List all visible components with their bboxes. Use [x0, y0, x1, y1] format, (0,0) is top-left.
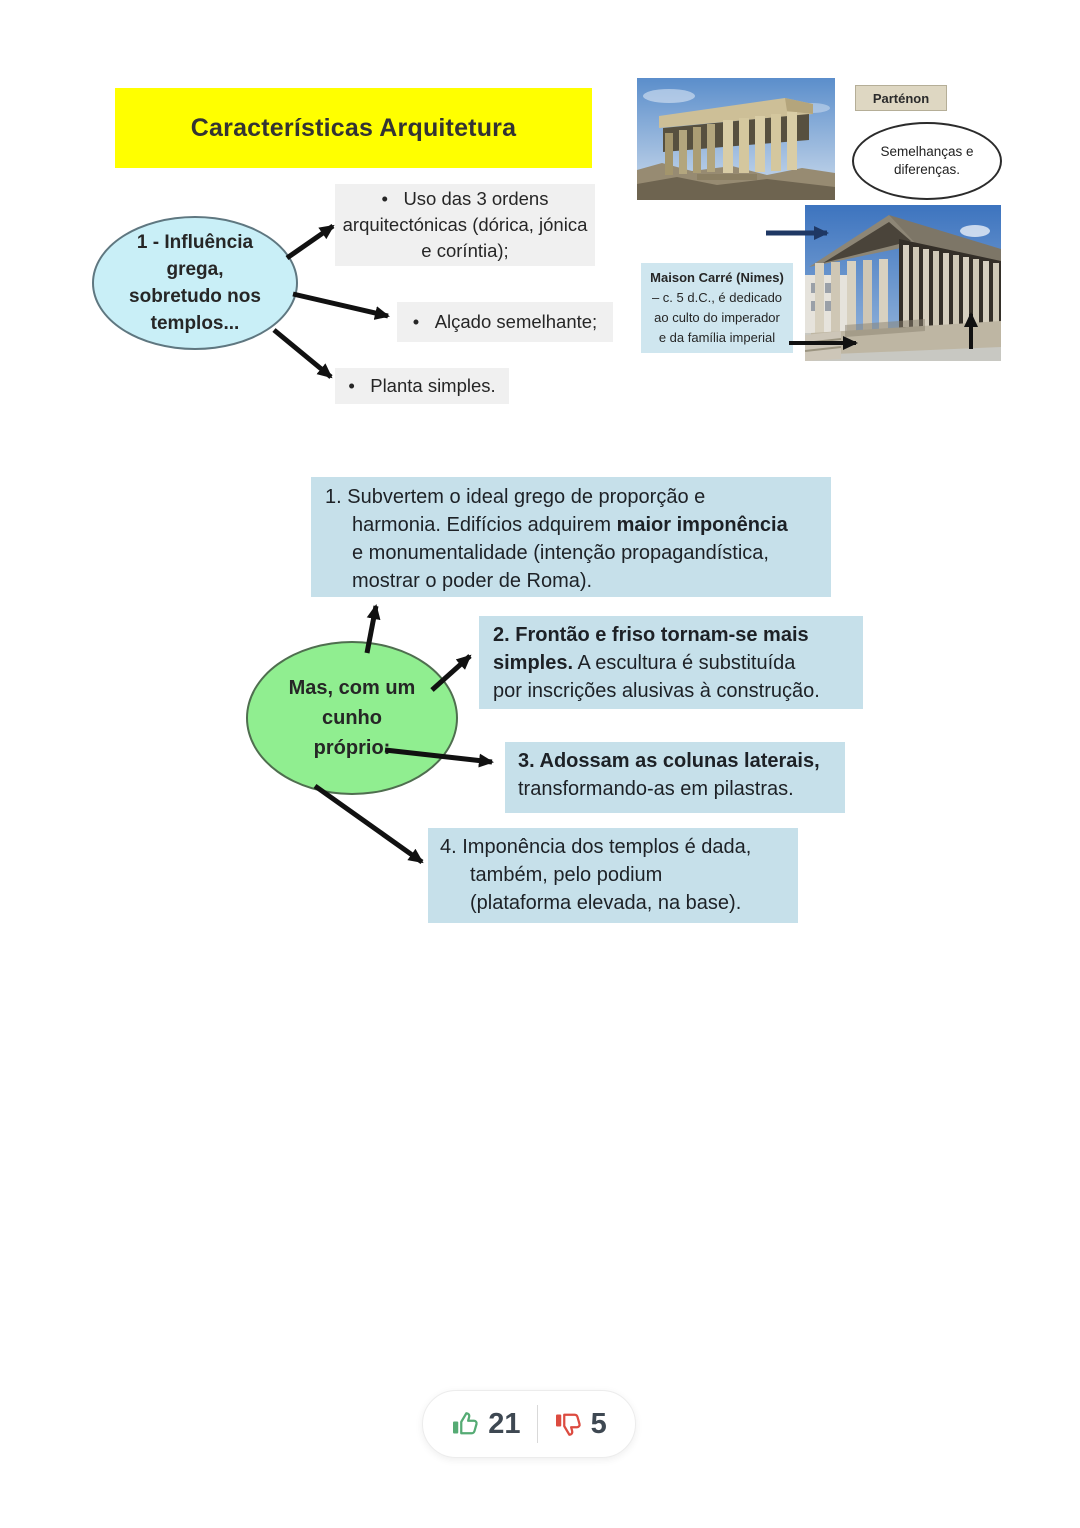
node-cunho-proprio: Mas, com um cunho próprio: — [246, 641, 458, 795]
parthenon-label-text: Parténon — [872, 90, 930, 106]
parthenon-photo — [637, 78, 835, 200]
arrow-to-planta — [272, 328, 333, 379]
thumbs-up-icon — [453, 1412, 479, 1435]
maison-caption: Maison Carré (Nimes) – c. 5 d.C., é dedi… — [641, 263, 793, 353]
point-line: 1. Subvertem o ideal grego de proporção … — [325, 486, 706, 508]
point-line: harmonia. Edifícios adquirem maior impon… — [325, 511, 823, 539]
semelhancas-oval: Semelhanças e diferenças. — [852, 122, 1002, 200]
node-line: cunho — [322, 707, 382, 729]
point-text: A escultura é substituída — [573, 652, 796, 674]
point-4-box: 4. Imponência dos templos é dada, também… — [428, 828, 798, 923]
arrow-to-point-4 — [313, 783, 424, 865]
arrow-to-alcado — [292, 291, 390, 320]
node-line: grega, — [166, 259, 224, 280]
point-bold-text: simples. — [493, 652, 574, 674]
point-line: 2. Frontão e friso tornam-se mais — [493, 621, 855, 649]
item-line: e coríntia); — [421, 240, 509, 261]
maison-carre-photo — [804, 205, 1001, 361]
caption-line: e da família imperial — [658, 330, 776, 345]
point-line: e monumentalidade (intenção propagandíst… — [352, 542, 769, 564]
oval-line: Semelhanças e — [880, 144, 974, 159]
node-line: sobretudo nos — [129, 286, 261, 307]
node-line: templos... — [150, 313, 240, 334]
point-bold-text: maior imponência — [616, 514, 788, 536]
node-line: 1 - Influência — [136, 232, 254, 253]
vote-widget: 21 5 — [422, 1390, 636, 1458]
page-title-text: Características Arquitetura — [190, 113, 517, 142]
node-line: Mas, com um — [288, 677, 416, 699]
item-line: arquitectónicas (dórica, jónica — [342, 214, 588, 235]
vote-divider — [536, 1405, 538, 1443]
oval-line: diferenças. — [893, 162, 961, 177]
point-bold-text: 3. Adossam as colunas laterais, — [518, 750, 820, 772]
point-text: harmonia. Edifícios adquirem — [352, 514, 617, 536]
item-line: • Uso das 3 ordens — [381, 188, 549, 209]
dislike-button[interactable]: 5 — [554, 1408, 607, 1441]
item-planta-simples: • Planta simples. — [335, 368, 509, 404]
point-2-box: 2. Frontão e friso tornam-se mais simple… — [479, 616, 863, 709]
point-line: 3. Adossam as colunas laterais, — [518, 747, 837, 775]
point-line: (plataforma elevada, na base). — [470, 892, 742, 914]
point-line: por inscrições alusivas à construção. — [493, 680, 820, 702]
item-ordens-arquitectonicas: • Uso das 3 ordens arquitectónicas (dóri… — [335, 184, 595, 266]
node-influencia-grega: 1 - Influência grega, sobretudo nos temp… — [92, 216, 298, 350]
item-alcado-semelhante: • Alçado semelhante; — [397, 302, 613, 342]
arrow-to-ordens — [285, 223, 335, 261]
thumbs-down-icon — [555, 1413, 581, 1436]
dislike-count: 5 — [590, 1407, 607, 1440]
like-button[interactable]: 21 — [451, 1407, 521, 1441]
node-line: próprio: — [313, 737, 391, 759]
caption-line: – c. 5 d.C., é dedicado — [651, 290, 783, 305]
point-line: simples. A escultura é substituída — [493, 649, 855, 677]
caption-line: Maison Carré (Nimes) — [650, 270, 784, 285]
item-line: • Alçado semelhante; — [412, 311, 598, 332]
point-line: mostrar o poder de Roma). — [352, 570, 593, 592]
point-line: também, pelo podium — [470, 864, 663, 886]
caption-line: ao culto do imperador — [654, 310, 780, 325]
point-line: transformando-as em pilastras. — [518, 778, 794, 800]
point-line: 4. Imponência dos templos é dada, — [440, 836, 752, 858]
like-count: 21 — [488, 1407, 521, 1440]
item-line: • Planta simples. — [348, 375, 496, 396]
page-title: Características Arquitetura — [115, 88, 592, 168]
parthenon-label: Parténon — [855, 85, 947, 111]
point-3-box: 3. Adossam as colunas laterais, transfor… — [505, 742, 845, 813]
point-bold-text: 2. Frontão e friso tornam-se mais — [493, 624, 809, 646]
parthenon-illustration — [637, 78, 835, 200]
point-1-box: 1. Subvertem o ideal grego de proporção … — [311, 477, 831, 597]
maison-carre-illustration — [804, 205, 1001, 361]
